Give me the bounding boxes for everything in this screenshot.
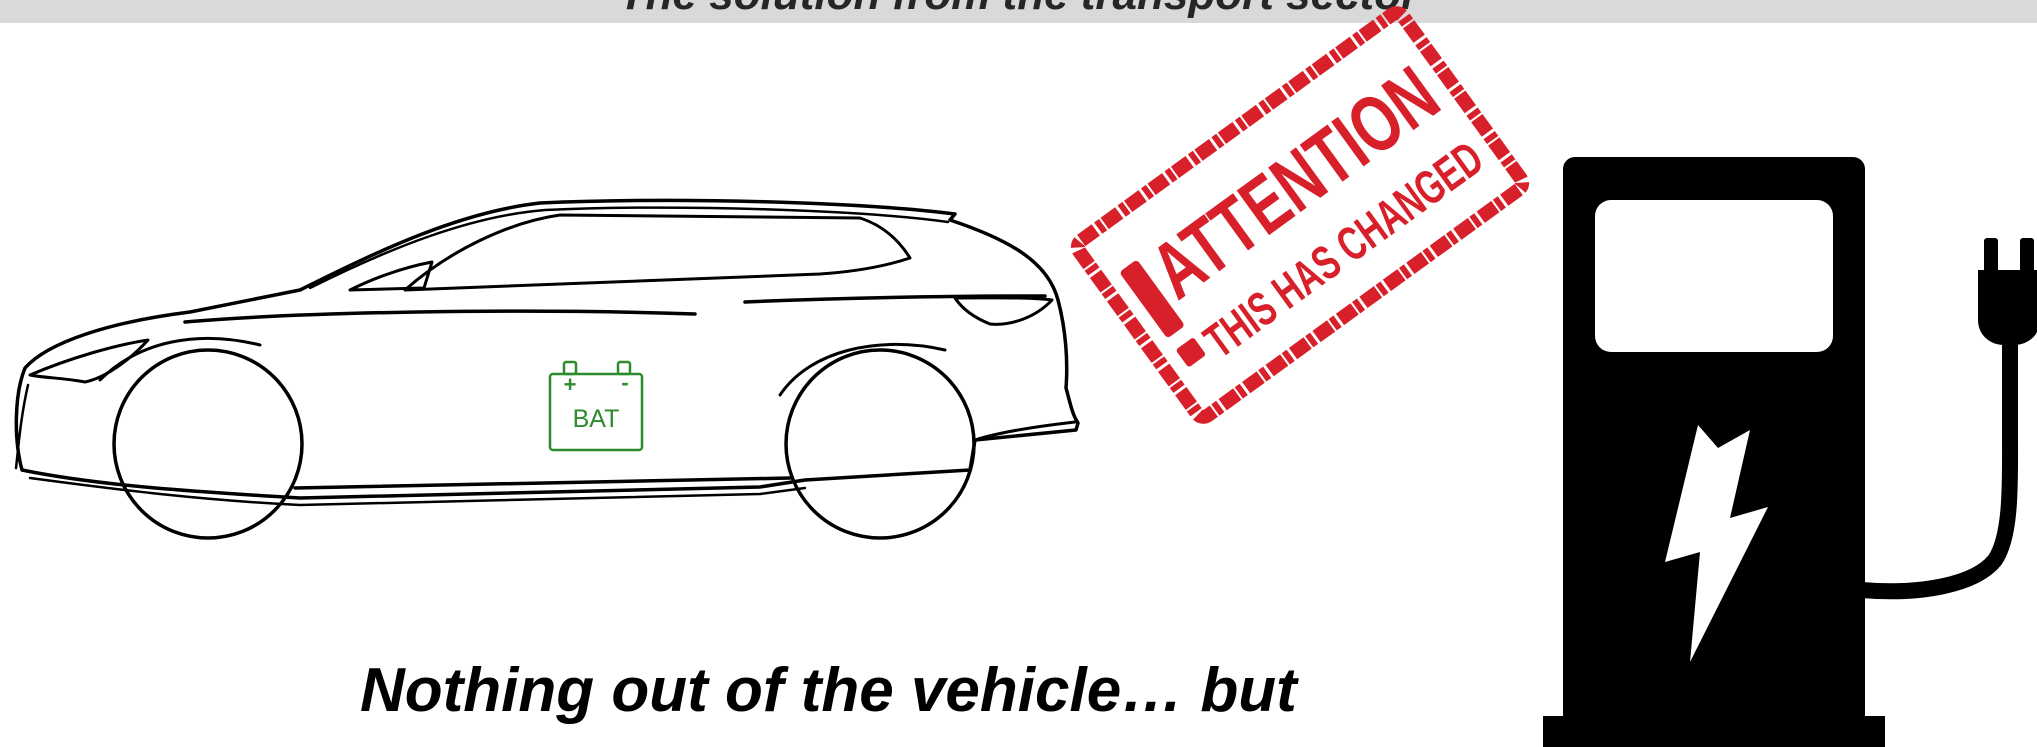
attention-stamp: ATTENTION THIS HAS CHANGED bbox=[1075, 10, 1526, 420]
charging-cable bbox=[1862, 340, 2010, 591]
plug-icon bbox=[1978, 270, 2037, 345]
car-outline-icon bbox=[16, 200, 1078, 538]
ev-charging-station-icon bbox=[1543, 157, 2037, 747]
battery-plus: + bbox=[564, 372, 577, 397]
battery-label: BAT bbox=[573, 405, 620, 433]
caption: Nothing out of the vehicle… but bbox=[360, 660, 1360, 722]
battery-minus: - bbox=[621, 370, 628, 395]
battery-icon: + - BAT bbox=[550, 362, 642, 450]
